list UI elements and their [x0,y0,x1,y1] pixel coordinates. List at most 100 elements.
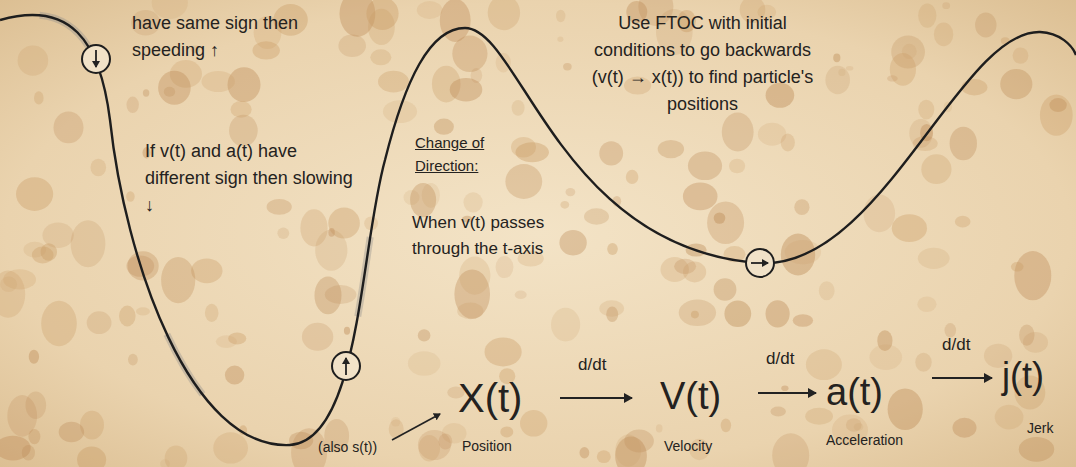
stain-blot [679,300,716,326]
caption-text: Position [462,436,552,457]
stain-blot [434,119,454,135]
stain-blot [41,243,57,261]
stain-blot [1040,94,1073,135]
stain-blot [450,78,483,102]
note-text: have same sign then speeding ↑ [132,10,342,64]
note-text: (also s(t)) [318,437,408,458]
stain-blot [766,300,790,327]
stain-blot [888,389,923,431]
function-name: j(t) [1002,356,1068,396]
stain-blot [136,307,150,315]
stain-blot [556,10,565,22]
stain-blot [870,345,903,370]
note-text: Use FTOC with initial conditions to go b… [585,10,820,118]
stain-blot [520,410,547,437]
stain-blot [1011,262,1024,272]
stain-blot [559,230,586,255]
stain-blot [41,301,77,347]
stain-blot [496,53,511,73]
stain-blot [942,2,950,9]
stain-blot [615,434,641,466]
stain-blot [161,257,195,303]
direction-marker [332,352,360,380]
stain-blot [566,188,576,196]
stain-blot [378,71,409,93]
stain-blot [391,417,400,427]
stain-blot [1019,437,1054,462]
derivative-arrow [932,377,992,379]
stain-blot [459,257,490,295]
stain-blot [80,411,104,440]
stain-blot [683,183,718,211]
stain-blot [158,71,191,105]
stain-blot [551,308,580,342]
stain-blot [729,159,745,174]
stain-blot [793,314,813,327]
stain-blot [485,337,522,366]
wave-curve [0,15,1076,445]
stain-blot [127,97,139,114]
stain-blot [464,192,483,212]
stain-blot [202,71,235,92]
stain-blot [18,45,49,75]
stain-blot [772,433,809,467]
stain-blot [59,422,84,442]
stain-blot [126,191,135,201]
stain-blot [370,49,391,65]
function-name: V(t) [660,376,760,418]
operator-label: d/dt [942,332,992,358]
stain-blot [934,23,953,47]
stain-blot [143,89,149,96]
stain-blot [216,335,237,348]
stain-blot [267,199,292,215]
stain-blot [722,112,754,151]
stain-blot [505,164,542,199]
stain-blot [688,152,722,181]
stain-blot [794,199,809,215]
stain-blot [439,434,453,450]
stain-blot [557,37,563,42]
stain-blot [918,100,934,120]
stain-blot [599,300,624,317]
stain-blot [91,159,107,176]
stain-blot [915,353,931,372]
pointer-arrow [392,414,440,440]
stain-blot [1023,332,1048,353]
caption-text: Acceleration [826,430,936,451]
stain-blot [714,212,726,223]
stain-blot [902,44,917,59]
stain-blot [0,271,25,318]
stain-blot [300,209,327,246]
function-name: X(t) [458,376,568,420]
stain-blot [71,220,106,267]
stain-blot [277,228,289,239]
stain-blot [410,183,436,217]
stain-blot [34,91,44,104]
stain-blot [599,141,623,165]
stain-blot [918,3,936,27]
stain-blot [1000,69,1032,99]
stain-blot [995,405,1024,430]
derivative-arrow [560,397,632,399]
stain-blot [771,407,786,417]
operator-label: d/dt [766,346,816,372]
stain-blot [1013,47,1029,63]
stain-blot [626,170,639,184]
stain-blot [328,208,360,239]
stain-blot [225,366,244,385]
stain-blot [87,311,112,334]
stain-blot [953,418,977,438]
note-text: If v(t) and a(t) have different sign the… [145,138,360,219]
stain-blot [918,248,950,269]
stain-blot [26,392,47,420]
stain-blot [560,201,569,209]
stain-blot [452,36,487,73]
stain-blot [496,256,514,278]
stain-blot [833,53,840,62]
stain-blot [22,445,35,460]
wave-shadow [0,15,1076,445]
stain-blot [213,432,248,463]
heading-text: Change of Direction: [415,132,515,177]
